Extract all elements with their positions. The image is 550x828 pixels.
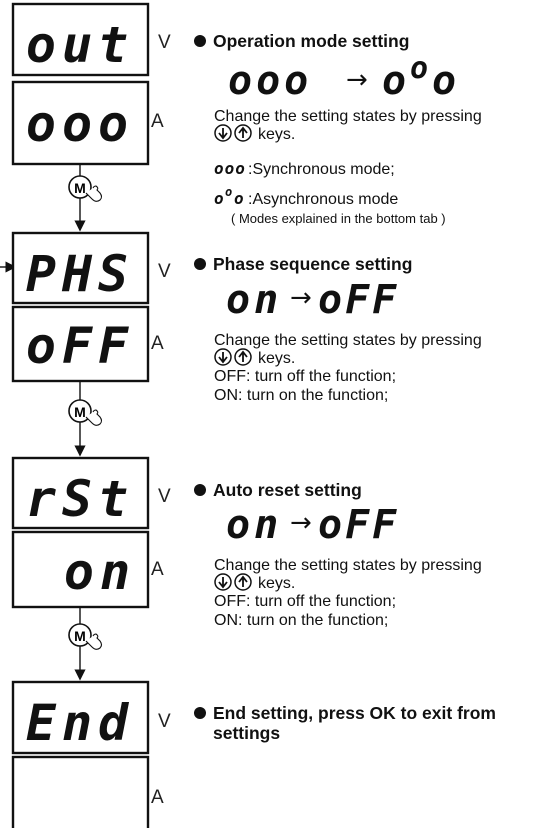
display-v-2-unit: V	[158, 261, 171, 282]
hand-press-icon	[85, 409, 103, 426]
operation-transition-to-a: o	[382, 58, 406, 104]
async-mode-symbol-raised: o	[225, 185, 232, 199]
bullet-icon	[194, 707, 206, 719]
reset-instruction-line2: keys.	[258, 575, 295, 592]
display-v-1-text: out	[26, 16, 134, 74]
display-v-1	[11, 2, 150, 77]
display-a-2-unit: A	[151, 333, 164, 354]
hand-press-icon	[85, 185, 103, 202]
phase-on-line: ON: turn on the function;	[214, 387, 388, 404]
operation-transition-to-c: o	[432, 58, 456, 104]
phase-transition-from: on	[226, 277, 282, 323]
display-v-4-text: End	[26, 694, 134, 752]
display-a-2-text: oFF	[26, 317, 134, 375]
reset-on-line: ON: turn on the function;	[214, 612, 388, 629]
display-a-1-unit: A	[151, 111, 164, 132]
display-a-4-unit: A	[151, 787, 164, 808]
display-v-2-text: PHS	[26, 245, 134, 303]
bullet-icon	[194, 484, 206, 496]
end-title-line1: End setting, press OK to exit from	[213, 703, 496, 723]
phase-instruction-line2: keys.	[258, 350, 295, 367]
display-v-2	[11, 231, 150, 305]
async-mode-label: :Asynchronous mode	[248, 191, 398, 208]
display-a-3-text: on	[64, 543, 136, 601]
display-a-3	[11, 530, 150, 609]
reset-transition-from: on	[226, 502, 282, 548]
mode-button-3-label: M	[74, 628, 86, 644]
display-a-1-text: ooo	[26, 95, 134, 153]
display-v-4-unit: V	[158, 711, 171, 732]
async-mode-symbol: o	[214, 189, 224, 208]
display-v-1-unit: V	[158, 32, 171, 53]
display-a-1	[11, 80, 150, 166]
sync-mode-symbol: ooo	[214, 159, 246, 178]
transition-arrow-icon: →	[346, 65, 368, 95]
hand-press-icon	[85, 633, 103, 650]
end-title-line2: settings	[213, 723, 280, 743]
mode-button-1-label: M	[74, 180, 86, 196]
reset-off-line: OFF: turn off the function;	[214, 593, 396, 610]
mode-button-2-label: M	[74, 404, 86, 420]
display-v-3-unit: V	[158, 486, 171, 507]
display-v-3-text: rSt	[26, 470, 134, 528]
phase-transition-to: oFF	[318, 277, 399, 323]
operation-transition-to-b: o	[410, 51, 428, 86]
reset-instruction-line1: Change the setting states by pressing	[214, 557, 482, 574]
display-a-3-unit: A	[151, 559, 164, 580]
sync-mode-label: :Synchronous mode;	[248, 161, 395, 178]
auto-reset-title: Auto reset setting	[213, 480, 362, 500]
bullet-icon	[194, 258, 206, 270]
phase-sequence-title: Phase sequence setting	[213, 254, 412, 274]
transition-arrow-icon: →	[290, 508, 312, 538]
phase-instruction-line1: Change the setting states by pressing	[214, 332, 482, 349]
display-v-4	[11, 680, 150, 755]
operation-mode-title: Operation mode setting	[213, 31, 409, 51]
bullet-icon	[194, 35, 206, 47]
reset-transition-to: oFF	[318, 502, 399, 548]
operation-instruction-line2: keys.	[258, 126, 295, 143]
async-mode-symbol-end: o	[234, 189, 244, 208]
operation-instruction-line1: Change the setting states by pressing	[214, 108, 482, 125]
display-v-3	[11, 456, 150, 530]
transition-arrow-icon: →	[290, 283, 312, 313]
display-a-4	[11, 755, 150, 828]
phase-off-line: OFF: turn off the function;	[214, 368, 396, 385]
modes-note: ( Modes explained in the bottom tab )	[231, 211, 446, 226]
operation-transition-from: ooo	[228, 58, 312, 104]
